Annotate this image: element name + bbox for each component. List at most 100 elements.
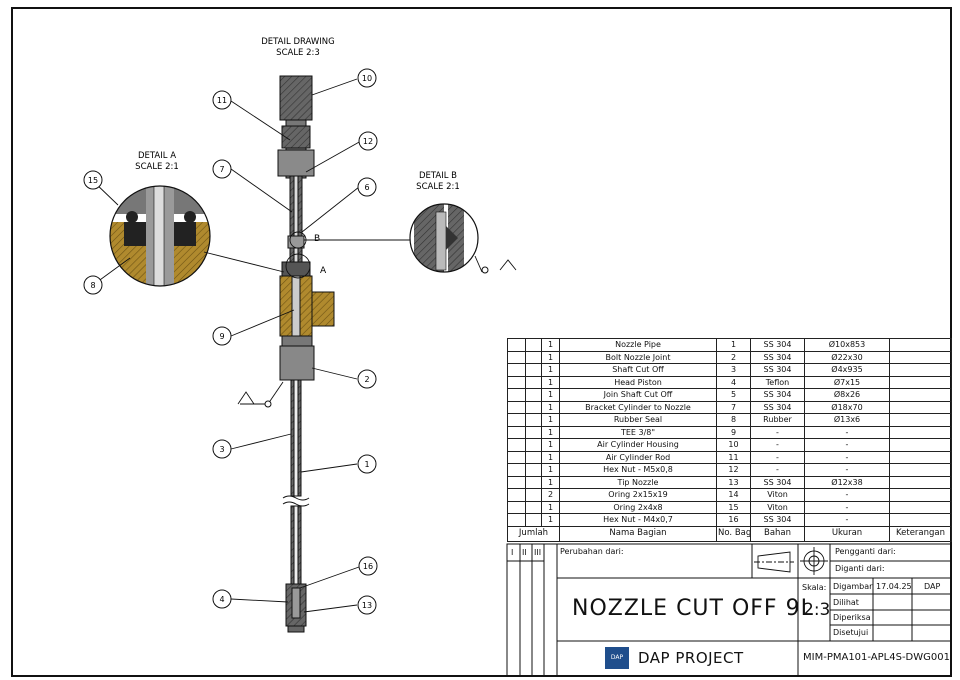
- detail-b-view: [410, 204, 478, 272]
- bom-cell-name: Oring 2x4x8: [559, 500, 717, 514]
- bom-cell-empty: [525, 500, 542, 514]
- balloon-4: 4: [212, 589, 232, 609]
- projection-symbol: [754, 547, 828, 575]
- bom-cell-material: -: [750, 438, 805, 452]
- svg-text:9: 9: [219, 332, 224, 341]
- perubahan-dari-label: Perubahan dari:: [560, 547, 624, 556]
- balloon-2: 2: [357, 369, 377, 389]
- bom-cell-empty: [507, 500, 526, 514]
- bom-cell-name: Air Cylinder Housing: [559, 438, 717, 452]
- diganti-dari-label: Diganti dari:: [835, 564, 885, 573]
- bom-cell-empty: [525, 425, 542, 439]
- bom-cell-material: SS 304: [750, 475, 805, 489]
- bom-cell-no: 5: [716, 388, 751, 402]
- balloon-16: 16: [358, 556, 378, 576]
- bom-cell-size: -: [804, 500, 890, 514]
- bom-cell-empty: [525, 350, 542, 364]
- bom-cell-no: 16: [716, 513, 751, 527]
- bom-cell-empty: [507, 413, 526, 427]
- svg-text:6: 6: [364, 183, 369, 192]
- bom-cell-qty: 1: [541, 363, 560, 377]
- bom-cell-empty: [525, 438, 542, 452]
- bom-cell-empty: [889, 450, 952, 464]
- bom-cell-empty: [525, 463, 542, 477]
- detail-a-marker: [285, 253, 311, 279]
- bom-cell-material: Viton: [750, 500, 805, 514]
- bom-header-ukuran: Ukuran: [804, 525, 890, 542]
- bom-cell-empty: [525, 388, 542, 402]
- balloon-3: 3: [212, 439, 232, 459]
- bom-header-nama: Nama Bagian: [559, 525, 717, 542]
- bom-cell-name: Join Shaft Cut Off: [559, 388, 717, 402]
- detail-a-label: A: [320, 266, 327, 276]
- bom-cell-empty: [889, 338, 952, 352]
- detail-a-view: [110, 186, 210, 286]
- bom-cell-empty: [889, 375, 952, 389]
- bom-cell-empty: [889, 350, 952, 364]
- svg-text:10: 10: [362, 74, 372, 83]
- svg-text:11: 11: [217, 96, 227, 105]
- bom-cell-name: Oring 2x15x19: [559, 488, 717, 502]
- bom-cell-empty: [507, 338, 526, 352]
- svg-text:12: 12: [363, 137, 373, 146]
- drawing-number: MIM-PMA101-APL4S-DWG001: [803, 652, 950, 663]
- bom-cell-empty: [507, 438, 526, 452]
- bom-cell-no: 8: [716, 413, 751, 427]
- bom-cell-no: 2: [716, 350, 751, 364]
- bom-header-no_bag: No. Bag: [716, 525, 751, 542]
- bom-cell-material: SS 304: [750, 388, 805, 402]
- detail-a-frame: [109, 185, 211, 287]
- detail-b-frame: [409, 203, 479, 273]
- balloon-1: 1: [357, 454, 377, 474]
- balloon-6: 6: [357, 177, 377, 197]
- bom-cell-no: 3: [716, 363, 751, 377]
- balloon-12: 12: [358, 131, 378, 151]
- assembly-section-view: [277, 75, 335, 633]
- bom-cell-qty: 1: [541, 463, 560, 477]
- bom-cell-name: Hex Nut - M4x0,7: [559, 513, 717, 527]
- balloon-10: 10: [357, 68, 377, 88]
- bom-cell-size: -: [804, 450, 890, 464]
- svg-text:16: 16: [363, 562, 373, 571]
- bom-cell-qty: 2: [541, 488, 560, 502]
- bom-cell-empty: [507, 375, 526, 389]
- bom-cell-material: SS 304: [750, 400, 805, 414]
- balloon-11: 11: [212, 90, 232, 110]
- bom-cell-qty: 1: [541, 388, 560, 402]
- skala-value: 2:3: [803, 600, 831, 620]
- svg-text:1: 1: [364, 460, 369, 469]
- bom-cell-size: Ø8x26: [804, 388, 890, 402]
- break-line: [282, 495, 310, 507]
- digambar-by: DAP: [924, 582, 941, 591]
- svg-text:7: 7: [219, 165, 224, 174]
- company-logo: DAP: [605, 647, 629, 669]
- bom-cell-qty: 1: [541, 350, 560, 364]
- bom-cell-empty: [525, 475, 542, 489]
- bom-cell-no: 1: [716, 338, 751, 352]
- bom-cell-empty: [507, 513, 526, 527]
- bom-cell-name: Hex Nut - M5x0,8: [559, 463, 717, 477]
- bom-cell-empty: [525, 375, 542, 389]
- bom-cell-name: Head Piston: [559, 375, 717, 389]
- balloon-8: 8: [83, 275, 103, 295]
- bom-cell-name: Tip Nozzle: [559, 475, 717, 489]
- rev-iii: III: [534, 548, 542, 557]
- bom-cell-size: Ø4x935: [804, 363, 890, 377]
- bom-cell-size: Ø12x38: [804, 475, 890, 489]
- title-block-frame: [506, 543, 952, 677]
- drawing-title: NOZZLE CUT OFF 9L: [572, 596, 814, 621]
- bom-cell-qty: 1: [541, 425, 560, 439]
- detail-a-scale: SCALE 2:1: [135, 162, 179, 172]
- bom-cell-empty: [889, 488, 952, 502]
